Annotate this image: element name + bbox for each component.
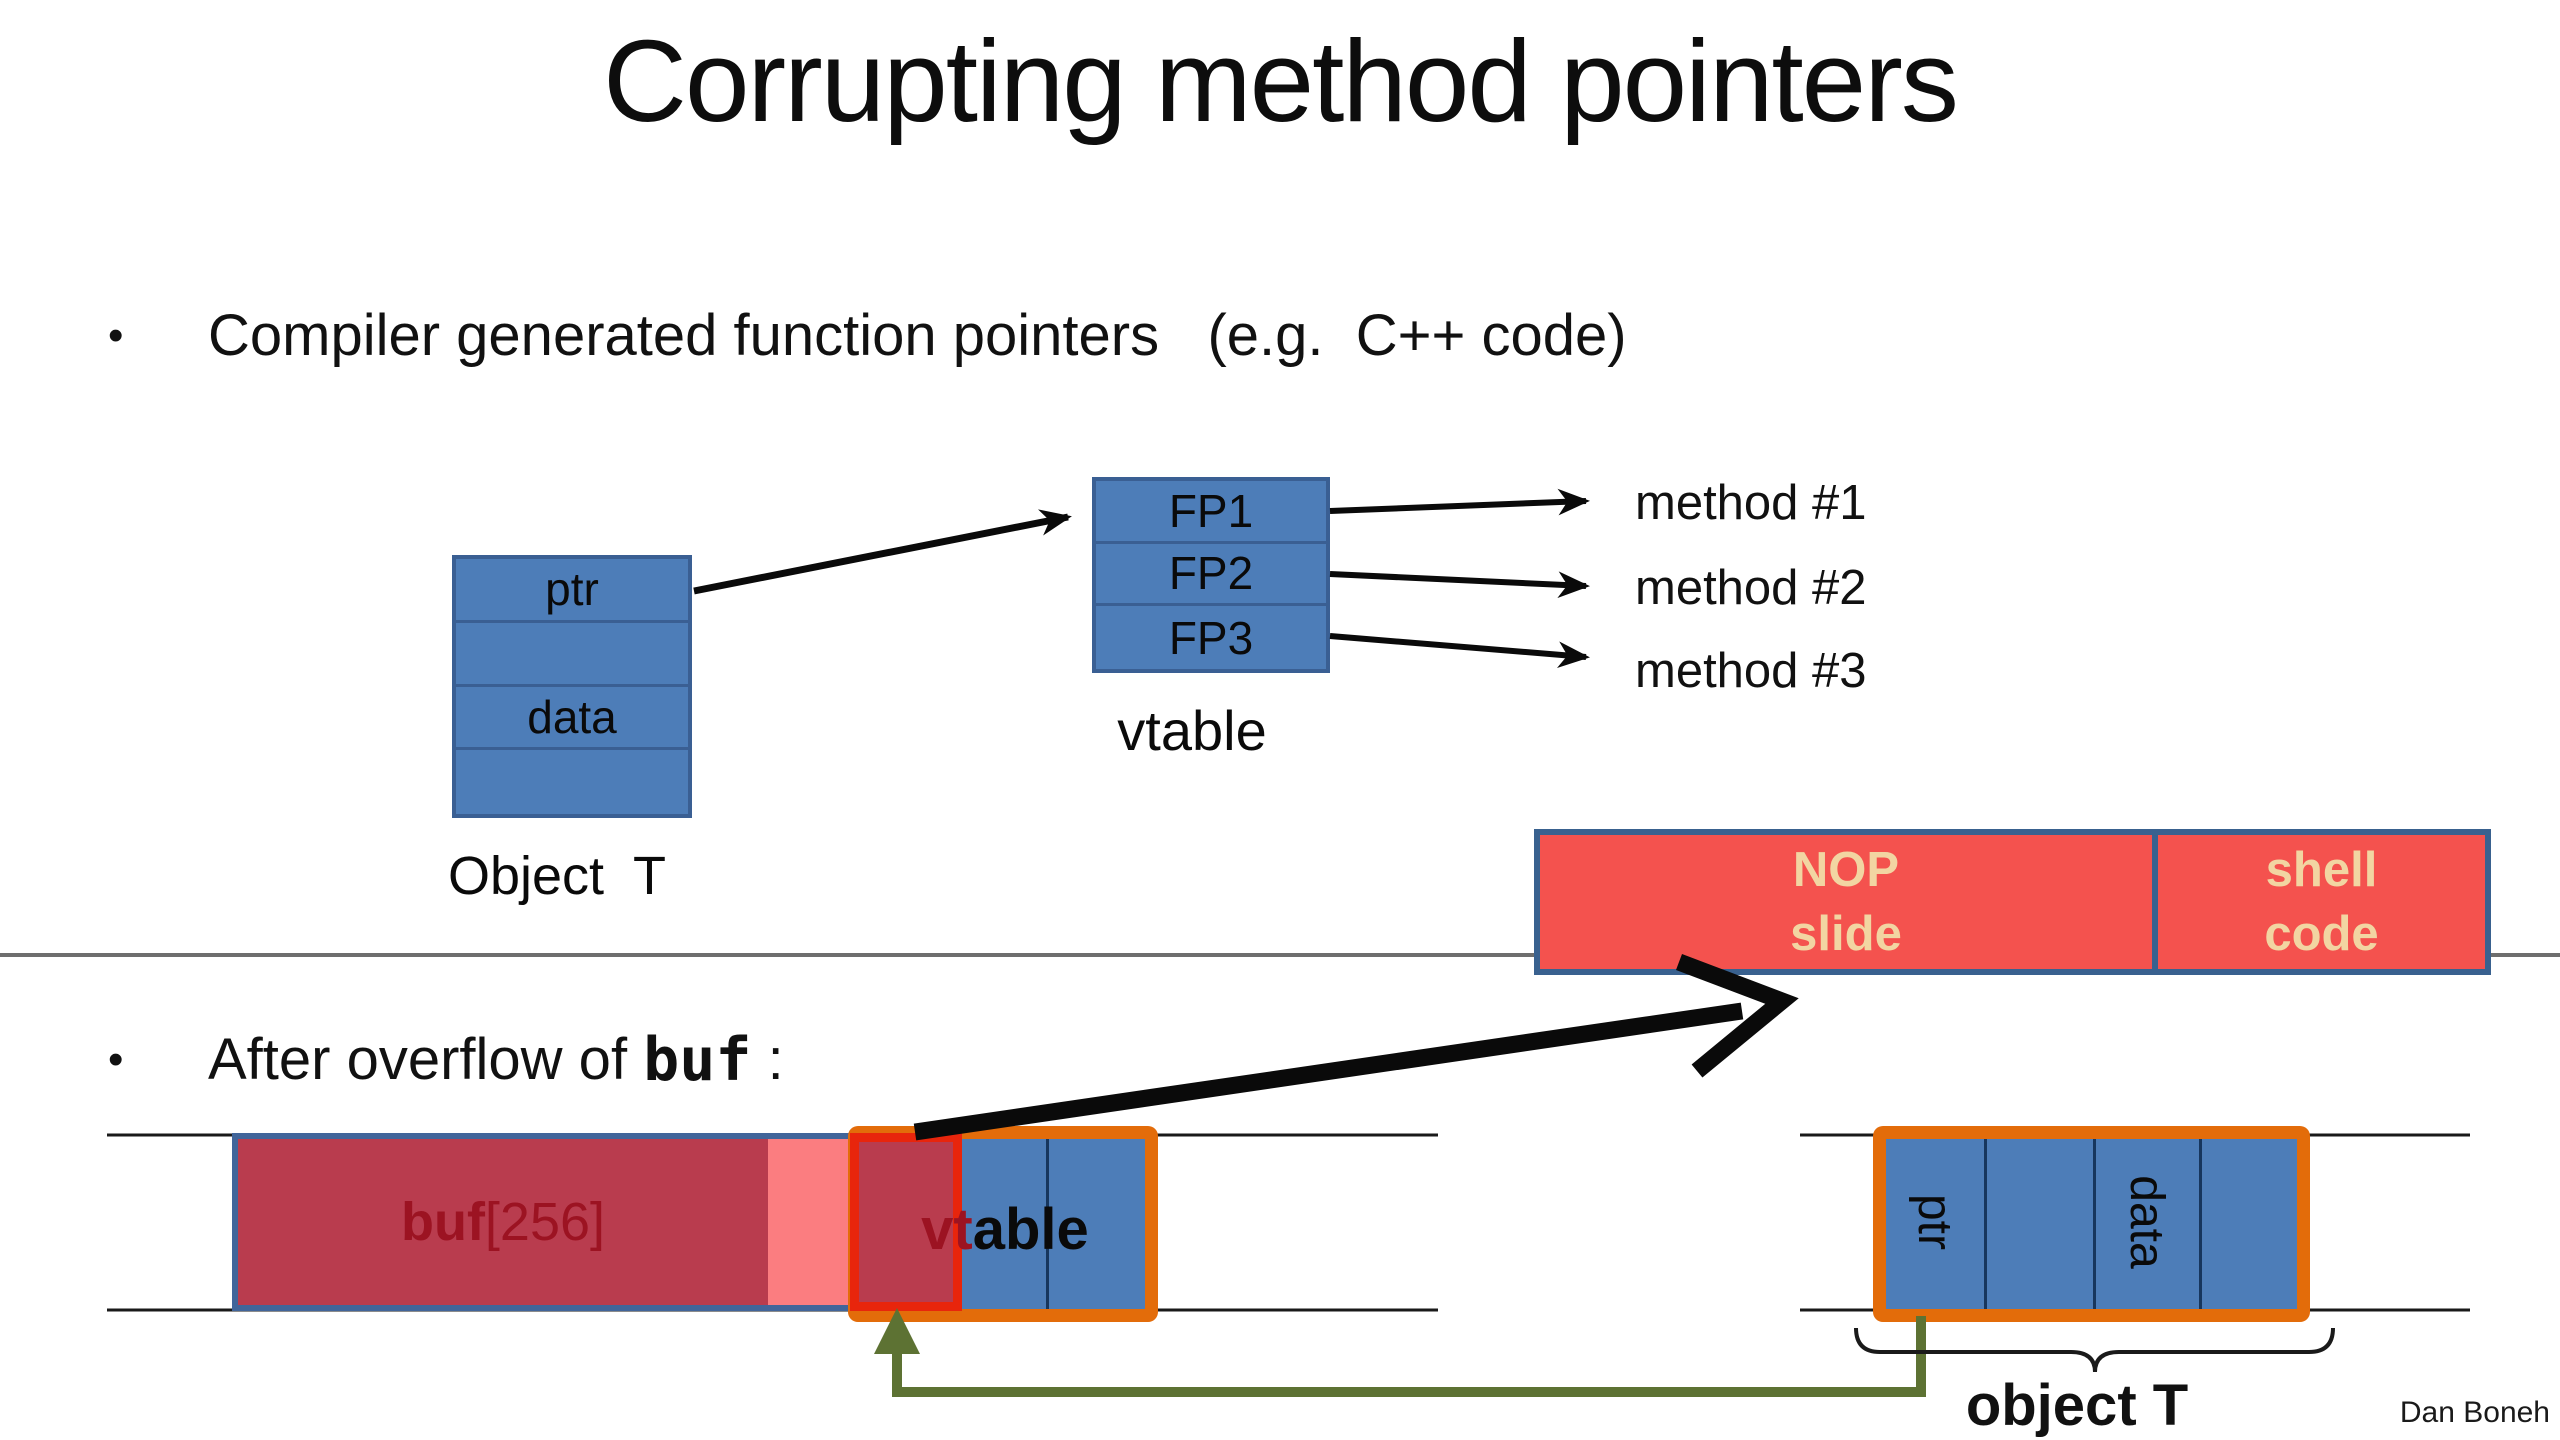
object-cell-empty-1 [456,623,688,687]
cell-divider [1046,1139,1049,1309]
method-3-label: method #3 [1635,644,1867,698]
object-cell-data: data [456,687,688,751]
arrow-ptr-to-vtable [693,509,1072,595]
arrow-fp2-to-method2 [1329,571,1590,599]
shell-line2: code [2264,907,2379,961]
nop-line2: slide [1790,907,1902,961]
vtable-label: vtable [1117,699,1267,762]
payload-box: NOP slide shell code [1534,829,2491,975]
vtable-cell-fp1: FP1 [1096,481,1326,544]
method-1-label: method #1 [1635,476,1867,530]
bullet-text-before: After overflow of [208,1027,644,1092]
object-cell-empty-2 [456,750,688,814]
bullet-text: Compiler generated function pointers (e.… [208,303,1627,368]
object-cell-ptr: ptr [456,559,688,623]
shell-line1: shell [2265,843,2378,897]
vtable-cell-fp3: FP3 [1168,611,1254,664]
object-t-memory-box [1873,1126,2310,1322]
overwritten-vtable-ptr-cell [850,1133,962,1311]
cell-divider [2199,1139,2202,1309]
object-t-caption: object T [1965,1373,2189,1438]
page-title: Corrupting method pointers [603,16,1959,146]
buf-filled-region: buf[256] [238,1139,768,1305]
buf-label: buf[256] [400,1192,606,1252]
bullet-after-overflow: • After overflow of buf : [108,1024,784,1096]
bullet-marker: • [108,311,124,360]
arrow-overwritten-ptr-head [1675,954,1799,1078]
cell-divider [1984,1139,1987,1309]
object-t-brace [1854,1327,2335,1373]
cell-divider [2093,1139,2096,1309]
bullet-marker: • [108,1035,124,1084]
nop-slide-cell: NOP slide [1540,835,2152,969]
ptr-cell-label: ptr [1908,1193,1961,1250]
vtable-box: FP1 FP2 FP3 [1092,477,1330,673]
bullet-compiler-pointers: • Compiler generated function pointers (… [108,300,1627,372]
vtable-overwritten-label: vtable [921,1197,1089,1262]
data-cell-label: data [2120,1175,2173,1269]
arrow-fp1-to-method1 [1329,488,1590,516]
arrow-objectptr-to-overflow [892,1316,1926,1397]
arrow-fp3-to-method3 [1329,633,1590,668]
arrow-overwritten-ptr-to-nop [913,1002,1744,1141]
method-2-label: method #2 [1635,561,1867,615]
bullet-text-after: : [751,1027,784,1092]
vtable-cell-fp2: FP2 [1096,544,1326,607]
object-t-box: ptr data [452,555,692,818]
buf-code-token: buf [643,1025,752,1095]
shell-code-cell: shell code [2152,835,2485,969]
nop-line1: NOP [1792,843,1900,897]
buf-box: buf[256] [232,1133,963,1311]
object-t-label: Object T [447,846,667,906]
author-credit: Dan Boneh [2399,1396,2550,1429]
